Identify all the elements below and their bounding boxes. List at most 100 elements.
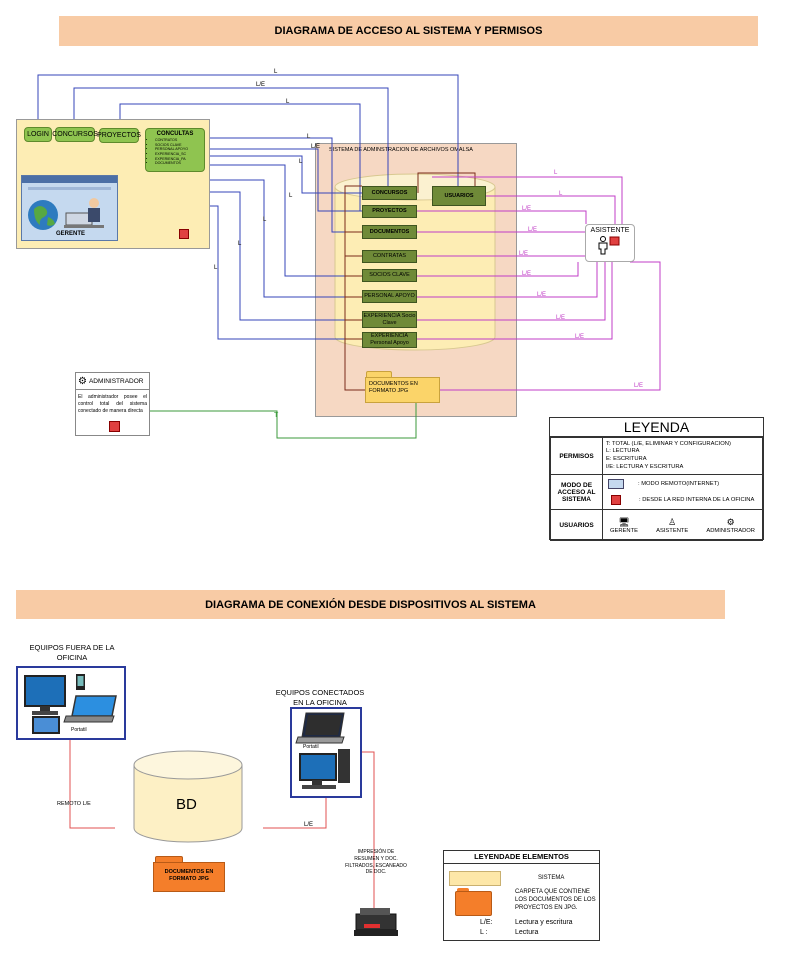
local-computer-icon (611, 495, 621, 505)
edge-label: L/E (519, 251, 529, 257)
edge-label: L/E (528, 227, 538, 233)
legend-modo-label: MODO DE ACCESO AL SISTEMA (550, 474, 603, 510)
admin-line (150, 402, 417, 439)
bottom-folder-label: DOCUMENTOS EN FORMATO JPG (164, 869, 214, 883)
edge-label: L (238, 241, 242, 247)
inside-devices-illustration (295, 712, 350, 789)
consultas-box[interactable]: CONCULTAS CONTRATOS SOCIOS CLAVE PERSONA… (145, 128, 205, 172)
consultas-item[interactable]: CONTRATOS (155, 138, 204, 143)
module-proyectos[interactable]: PROYECTOS (362, 205, 417, 218)
local-computer-icon (179, 229, 189, 239)
gerente-label: GERENTE (56, 231, 86, 237)
legend-usuario: ADMINISTRADOR (706, 527, 755, 534)
legend-le-val: Lectura y escritura (515, 919, 573, 926)
printer-text: IMPRESIÓN DE RESUMEN Y DOC. FILTRADOS, E… (345, 849, 407, 876)
legend-usuarios: 🖥GERENTE ♙ASISTENTE ⚙ADMINISTRADOR (602, 509, 763, 541)
legend-permisos: T: TOTAL (L/E, ELIMINAR Y CONFIGURACION)… (602, 437, 763, 475)
documents-folder[interactable]: DOCUMENTOS EN FORMATO JPG (365, 377, 440, 403)
edge-label: L (559, 191, 563, 197)
module-personal-apoyo[interactable]: PERSONAL APOYO (362, 290, 417, 303)
legend-box: LEYENDA PERMISOS T: TOTAL (L/E, ELIMINAR… (549, 417, 764, 541)
edge-label: L (263, 217, 267, 223)
consultas-item[interactable]: PERSONAL APOYO (155, 147, 204, 152)
bottom-documents-folder[interactable]: DOCUMENTOS EN FORMATO JPG (153, 862, 225, 892)
bottom-title: DIAGRAMA DE CONEXIÓN DESDE DISPOSITIVOS … (16, 590, 725, 619)
admin-title: ADMINISTRADOR (88, 377, 144, 385)
legend-carpeta-label: CARPETA QUE CONTIENE LOS DOCUMENTOS DE L… (515, 889, 596, 911)
module-experiencia-sc[interactable]: EXPERIENCIA Socio Clave (362, 311, 417, 328)
top-title-text: DIAGRAMA DE ACCESO AL SISTEMA Y PERMISOS (274, 25, 543, 37)
outside-devices-box (16, 666, 126, 740)
elements-legend-title: LEYENDADE ELEMENTOS (444, 851, 599, 864)
login-button[interactable]: LOGIN (24, 127, 52, 142)
legend-usuarios-label: USUARIOS (550, 509, 603, 541)
legend-title: LEYENDA (550, 418, 763, 437)
legend-modo-local: : DESDE LA RED INTERNA DE LA OFICINA (639, 497, 755, 503)
module-documentos[interactable]: DOCUMENTOS (362, 225, 417, 239)
consultas-item[interactable]: EXPERIENCIA_PA (155, 157, 204, 162)
module-usuarios[interactable]: USUARIOS (432, 186, 486, 206)
legend-permiso: E: ESCRITURA (606, 456, 647, 462)
edge-label: L/E (256, 82, 266, 88)
portatil-label: Portatil (303, 744, 319, 750)
gerente-icon: 🖥 (618, 516, 630, 527)
consultas-item[interactable]: DOCUMENTOS (155, 161, 204, 166)
outside-label: EQUIPOS FUERA DE LA OFICINA (29, 643, 115, 662)
top-title: DIAGRAMA DE ACCESO AL SISTEMA Y PERMISOS (59, 16, 758, 46)
legend-usuario: ASISTENTE (656, 527, 689, 534)
legend-usuario: GERENTE (610, 527, 639, 534)
legend-folder-swatch (455, 891, 492, 916)
legend-permiso: L: LECTURA (606, 448, 640, 455)
bottom-cylinder (133, 750, 243, 843)
inside-devices-box (290, 707, 362, 798)
consultas-list: CONTRATOS SOCIOS CLAVE PERSONAL APOYO EX… (146, 138, 204, 166)
asistente-icon: ♙ (668, 516, 677, 527)
legend-permiso: I/E: LECTURA Y ESCRITURA (606, 463, 684, 470)
person-icon (598, 236, 608, 255)
bottom-folder-tab (155, 856, 183, 863)
proyectos-button[interactable]: PROYECTOS (97, 128, 141, 143)
manager-at-desk-icon (64, 198, 104, 228)
elements-legend-box: LEYENDADE ELEMENTOS SISTEMA CARPETA QUE … (443, 850, 600, 941)
edge-label: T (274, 412, 279, 419)
asistente-box: ASISTENTE (585, 224, 635, 262)
gerente-lines (37, 74, 459, 340)
edge-label: L/E (537, 292, 547, 298)
system-title: SISTEMA DE ADMINSTRACION DE ARCHIVOS OMA… (329, 147, 473, 153)
remote-computer-icon (608, 479, 624, 489)
outside-devices-illustration (24, 674, 117, 734)
gerente-screen (21, 175, 118, 241)
edge-label: L (274, 69, 278, 75)
edge-label: L (286, 99, 290, 105)
legend-le-key: L/E: (480, 919, 493, 926)
module-socios-clave[interactable]: SOCIOS CLAVE (362, 269, 417, 282)
db-label: BD (176, 796, 197, 813)
edge-label: L/E (522, 206, 532, 212)
edge-label: L (554, 170, 558, 176)
module-concursos[interactable]: CONCURSOS (362, 186, 417, 200)
module-experiencia-pa[interactable]: EXPERIENCIA Personal Apoyo (362, 332, 417, 348)
desktop-icon (299, 749, 350, 789)
laptop-icon (63, 695, 117, 723)
edge-label: L/E (311, 144, 321, 150)
consultas-item[interactable]: SOCIOS CLAVE (155, 143, 204, 148)
local-computer-icon (109, 421, 120, 432)
legend-sistema-swatch (449, 871, 501, 886)
admin-box: ⚙ ADMINISTRADOR El administrador posee e… (75, 372, 150, 436)
edge-label: L (214, 265, 218, 271)
module-contratas[interactable]: CONTRATAS (362, 250, 417, 263)
consultas-item[interactable]: EXPERIENCIA_SC (155, 152, 204, 157)
legend-l-key: L : (480, 929, 488, 936)
local-computer-icon (609, 236, 620, 246)
portatil-label: Portatil (71, 727, 87, 733)
asistente-lines (417, 176, 661, 391)
legend-folder-tab (457, 888, 469, 892)
admin-text: El administrador posee el control total … (78, 394, 147, 414)
le-label: L/E (304, 822, 314, 828)
edge-label: L/E (575, 334, 585, 340)
legend-permisos-label: PERMISOS (550, 437, 603, 475)
legend-table: PERMISOS T: TOTAL (L/E, ELIMINAR Y CONFI… (550, 437, 763, 541)
inside-label: EQUIPOS CONECTADOS EN LA OFICINA (275, 688, 365, 707)
legend-modo-remoto: : MODO REMOTO(INTERNET) (638, 481, 720, 487)
concursos-button[interactable]: CONCURSOS (52, 127, 98, 142)
